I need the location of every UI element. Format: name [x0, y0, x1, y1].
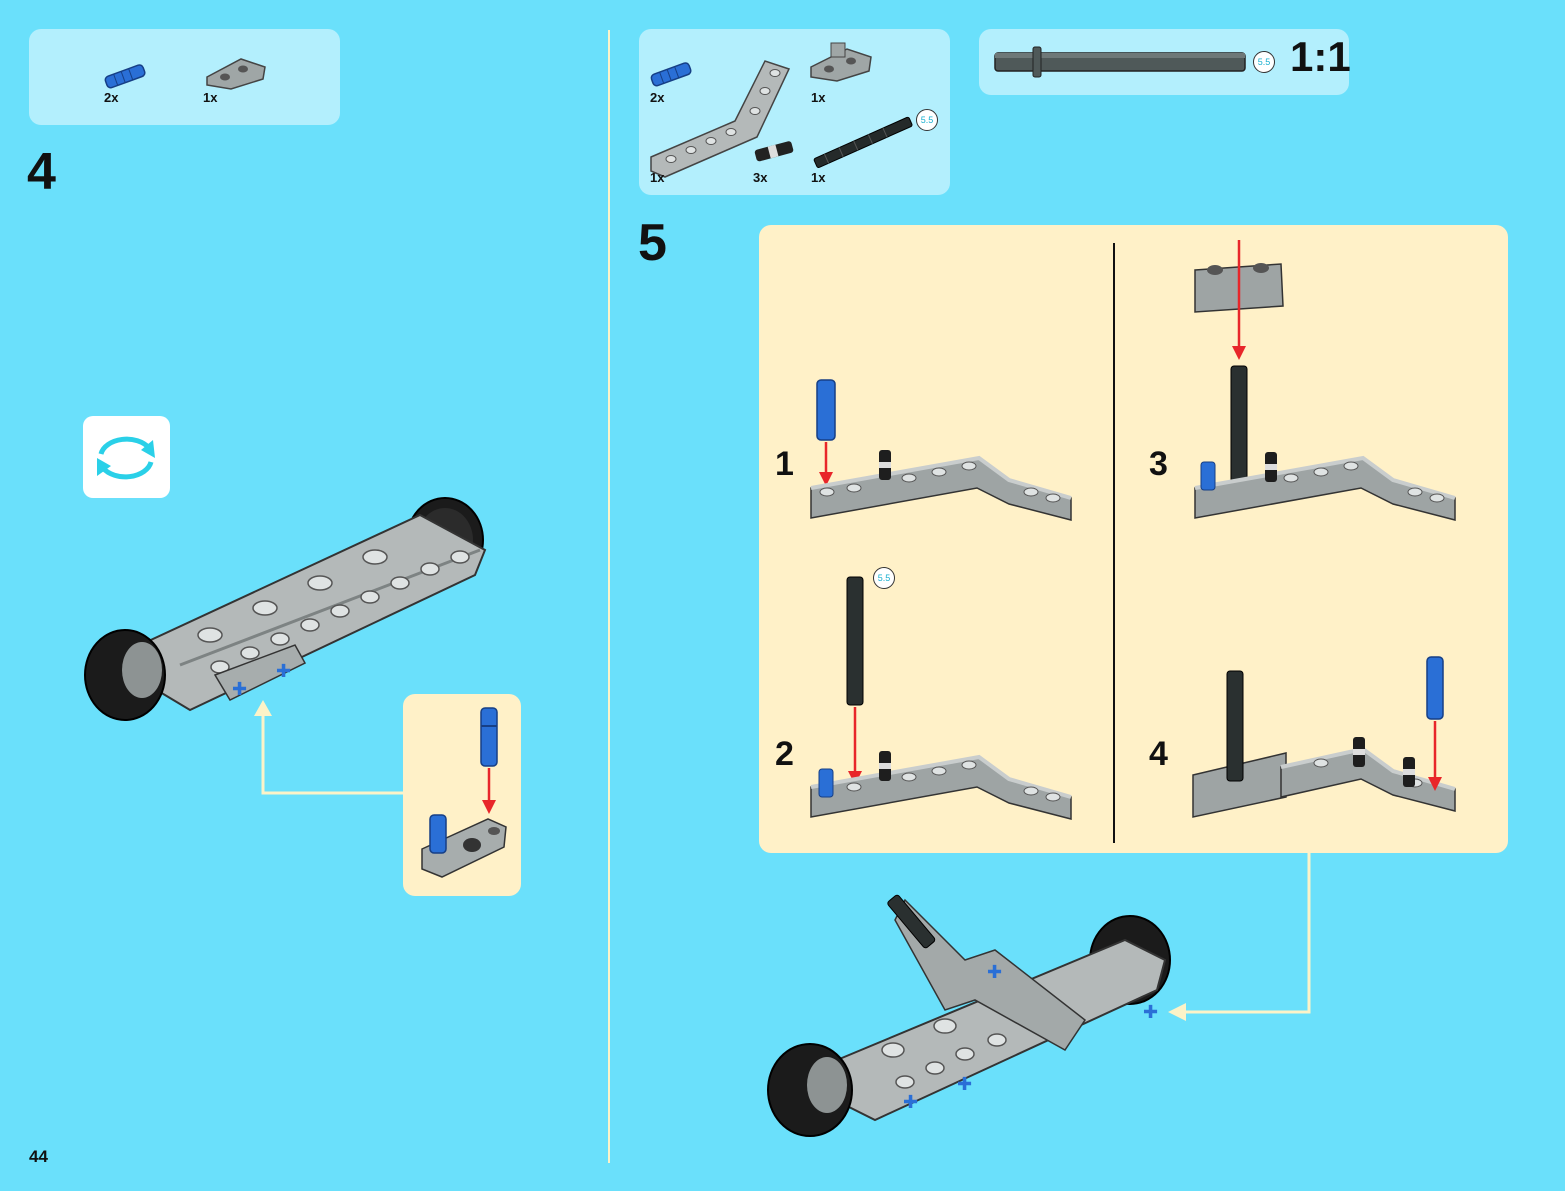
- sub-step-1-illustration: [810, 379, 1072, 521]
- step5-parts-box: 2x 1x 1x 3x 1x 5.5: [639, 29, 950, 195]
- black-friction-pin-icon: [754, 141, 794, 162]
- sub-panel-divider: [1113, 243, 1115, 843]
- step5-number: 5: [638, 214, 667, 272]
- step5-part4-qty: 3x: [753, 170, 768, 185]
- page-divider: [608, 30, 610, 1163]
- axle-length-badge: 5.5: [916, 109, 938, 131]
- svg-text:✚: ✚: [1143, 1002, 1158, 1023]
- sub-step-2-illustration: [810, 576, 1072, 820]
- svg-text:✚: ✚: [232, 679, 247, 700]
- sub-step-4-illustration: [1192, 656, 1456, 818]
- step4-part1-qty: 2x: [104, 90, 119, 105]
- blue-axle-pin-icon: [104, 64, 146, 89]
- step5-part5-qty: 1x: [811, 170, 826, 185]
- gray-connector-block-icon: [206, 58, 266, 90]
- blue-axle-pin-icon: [650, 62, 692, 87]
- scale-axle-icon: [994, 46, 1246, 78]
- step5-assembly-illustration: ✚ ✚ ✚ ✚: [767, 894, 1171, 1137]
- sub-step-2-number: 2: [775, 735, 794, 773]
- scale-length-badge: 5.5: [1253, 51, 1275, 73]
- step4-parts-box: 2x 1x: [29, 29, 340, 125]
- step4-part2-qty: 1x: [203, 90, 218, 105]
- step5-sub-steps-panel: 1 2 3 4 5.5: [759, 225, 1508, 853]
- scale-reference-box: 5.5: [979, 29, 1349, 95]
- sub-step-2-length-badge: 5.5: [873, 567, 895, 589]
- svg-text:✚: ✚: [957, 1074, 972, 1095]
- step5-part1-qty: 2x: [650, 90, 665, 105]
- step5-part2-qty: 1x: [811, 90, 826, 105]
- step4-assembly-illustration: ✚ ✚: [84, 497, 487, 721]
- sub-step-3-illustration: [1194, 240, 1456, 521]
- step5-callout-line: [1168, 853, 1311, 1021]
- rotate-model-button[interactable]: [83, 416, 170, 498]
- sub-step-4-number: 4: [1149, 735, 1168, 773]
- step5-part3-qty: 1x: [650, 170, 665, 185]
- sub-step-1-number: 1: [775, 445, 794, 483]
- step4-callout-panel: [403, 694, 521, 896]
- bent-liftarm-icon: [650, 60, 791, 178]
- svg-text:✚: ✚: [987, 962, 1002, 983]
- blue-pin-falling-icon: [480, 707, 498, 814]
- sub-step-3-number: 3: [1149, 445, 1168, 483]
- black-axle-icon: [813, 116, 913, 168]
- svg-text:✚: ✚: [903, 1092, 918, 1113]
- connector-with-pin-icon: [421, 814, 507, 878]
- step4-number: 4: [27, 143, 56, 201]
- svg-text:✚: ✚: [276, 661, 291, 682]
- scale-ratio-label: 1:1: [1290, 33, 1351, 80]
- gray-connector-block-icon: [810, 42, 872, 82]
- step4-callout-line: [254, 700, 405, 795]
- rotate-arrows-icon: [97, 436, 155, 480]
- page-number: 44: [29, 1147, 48, 1166]
